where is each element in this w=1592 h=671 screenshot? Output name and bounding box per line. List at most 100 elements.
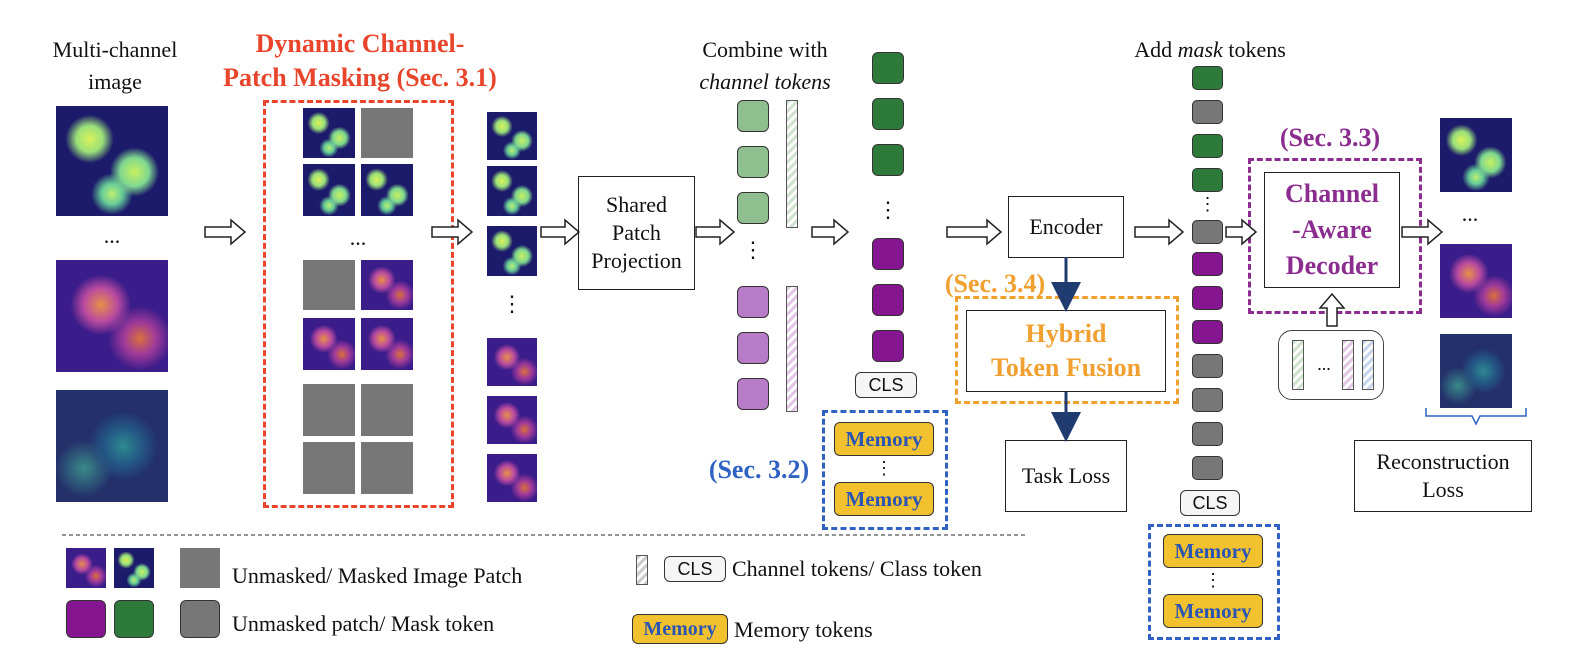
arrow-right-icon bbox=[1225, 218, 1258, 246]
masked-grid-patch bbox=[303, 318, 355, 370]
masked-grid-patch bbox=[361, 108, 413, 158]
decoder-line2: -Aware bbox=[1292, 215, 1372, 244]
reconstructed-image-1 bbox=[1440, 118, 1512, 192]
projected-token-green bbox=[737, 192, 769, 224]
fusion-line1: Hybrid bbox=[1025, 319, 1107, 348]
memory-token: Memory bbox=[1163, 534, 1263, 568]
arrow-right-icon bbox=[695, 218, 736, 246]
multichannel-label-line2: image bbox=[88, 69, 142, 94]
memory-token: Memory bbox=[834, 422, 934, 456]
shared-line2: Patch bbox=[612, 220, 661, 245]
cls-token: CLS bbox=[1180, 490, 1240, 516]
reconstructed-ellipsis: ... bbox=[1461, 201, 1479, 226]
seq-token-mask bbox=[1192, 220, 1223, 244]
masking-title-line2: Patch Masking (Sec. 3.1) bbox=[223, 63, 497, 92]
memory-ellipsis: ⋮ bbox=[875, 458, 893, 478]
sequence-patch bbox=[487, 396, 537, 444]
seq-token-green bbox=[1192, 168, 1223, 192]
projected-token-green bbox=[737, 146, 769, 178]
seq-token-green bbox=[1192, 66, 1223, 90]
legend-patch-green bbox=[114, 548, 154, 588]
channel-ellipsis: ... bbox=[103, 223, 121, 248]
arrow-right-icon bbox=[1401, 218, 1444, 246]
task-loss-box: Task Loss bbox=[1005, 440, 1127, 512]
projected-ellipsis: ⋮ bbox=[742, 237, 764, 262]
sec32-label: (Sec. 3.2) bbox=[708, 455, 810, 484]
seq-token-purple bbox=[1192, 252, 1223, 276]
cls-token: CLS bbox=[855, 372, 917, 398]
channel-tokens-label: channel tokens bbox=[699, 69, 831, 94]
tokens-word: tokens bbox=[1228, 37, 1286, 62]
sequence-patch bbox=[487, 226, 537, 276]
memory-token: Memory bbox=[834, 482, 934, 516]
reconstructed-image-3 bbox=[1440, 334, 1512, 408]
fusion-line2: Token Fusion bbox=[990, 353, 1142, 382]
combine-label: Combine with bbox=[702, 37, 828, 62]
legend-token-green bbox=[114, 600, 154, 638]
token-purple bbox=[872, 330, 904, 362]
shared-line3: Projection bbox=[591, 248, 682, 273]
legend-token-text: Unmasked patch/ Mask token bbox=[232, 611, 495, 636]
arrow-right-icon bbox=[540, 218, 581, 246]
legend-patch-purple bbox=[66, 548, 106, 588]
masked-grid-patch bbox=[361, 164, 413, 216]
reconstruction-brace bbox=[1425, 408, 1527, 426]
sequence-patch bbox=[487, 454, 537, 502]
channel-token-purple bbox=[786, 286, 798, 412]
projected-token-purple bbox=[737, 378, 769, 410]
memory-token: Memory bbox=[1163, 594, 1263, 628]
masked-grid-patch bbox=[303, 108, 355, 158]
arrow-right-icon bbox=[1134, 218, 1185, 246]
decoder-channel-tokens-box bbox=[1278, 330, 1384, 400]
projected-token-purple bbox=[737, 286, 769, 318]
token-green bbox=[872, 52, 904, 84]
hollow-arrows bbox=[204, 218, 1444, 327]
sec34-label: (Sec. 3.4) bbox=[944, 269, 1046, 298]
reconstructed-image-2 bbox=[1440, 244, 1512, 318]
legend-patch-masked bbox=[180, 548, 220, 588]
masked-grid-patch bbox=[303, 442, 355, 494]
seq-token-purple bbox=[1192, 320, 1223, 344]
channel-image-2 bbox=[56, 260, 168, 372]
channel-token-green bbox=[786, 100, 798, 228]
seq-token-mask bbox=[1192, 456, 1223, 480]
arrow-right-icon bbox=[811, 218, 850, 246]
recon-line2: Loss bbox=[1422, 477, 1464, 502]
sequence-patch bbox=[487, 166, 537, 216]
seq-token-mask bbox=[1192, 354, 1223, 378]
seq-token-mask bbox=[1192, 100, 1223, 124]
multichannel-label-line1: Multi-channel bbox=[52, 37, 178, 62]
add-word: Add bbox=[1134, 37, 1173, 62]
masked-grid-patch bbox=[303, 260, 355, 310]
sequence-patch bbox=[487, 112, 537, 160]
masking-dashed-box bbox=[263, 100, 454, 508]
masked-grid-patch bbox=[361, 318, 413, 370]
decoder-input-ellipsis: ... bbox=[1317, 354, 1331, 374]
seq-token-mask bbox=[1192, 388, 1223, 412]
memory-dashed-box-32 bbox=[822, 410, 948, 530]
encoder-box: Encoder bbox=[1008, 196, 1124, 258]
sequence-patch bbox=[487, 338, 537, 386]
projected-token-purple bbox=[737, 332, 769, 364]
arrow-right-icon bbox=[946, 218, 1003, 246]
masking-ellipsis: ... bbox=[349, 225, 367, 250]
masking-title-line1: Dynamic Channel- bbox=[255, 29, 465, 58]
decoder-line1: Channel bbox=[1285, 179, 1379, 208]
hybrid-token-fusion-box: Hybrid Token Fusion bbox=[966, 310, 1166, 392]
reconstruction-loss-box: Reconstruction Loss bbox=[1354, 440, 1532, 512]
mask-word: mask bbox=[1177, 37, 1223, 62]
masked-grid-patch bbox=[361, 384, 413, 436]
legend-token-mask bbox=[180, 600, 220, 638]
channel-image-3 bbox=[56, 390, 168, 502]
seq-ellipsis: ⋮ bbox=[1198, 194, 1217, 214]
channel-image-1 bbox=[56, 106, 168, 216]
legend-channel-token bbox=[636, 555, 648, 585]
arrow-right-icon bbox=[204, 218, 247, 246]
masked-grid-patch bbox=[303, 384, 355, 436]
sec33-label: (Sec. 3.3) bbox=[1279, 123, 1381, 152]
shared-patch-projection-box: Shared Patch Projection bbox=[578, 176, 695, 290]
token-purple bbox=[872, 238, 904, 270]
channel-aware-decoder-box: Channel -Aware Decoder bbox=[1264, 172, 1400, 288]
masked-grid-patch bbox=[303, 164, 355, 216]
